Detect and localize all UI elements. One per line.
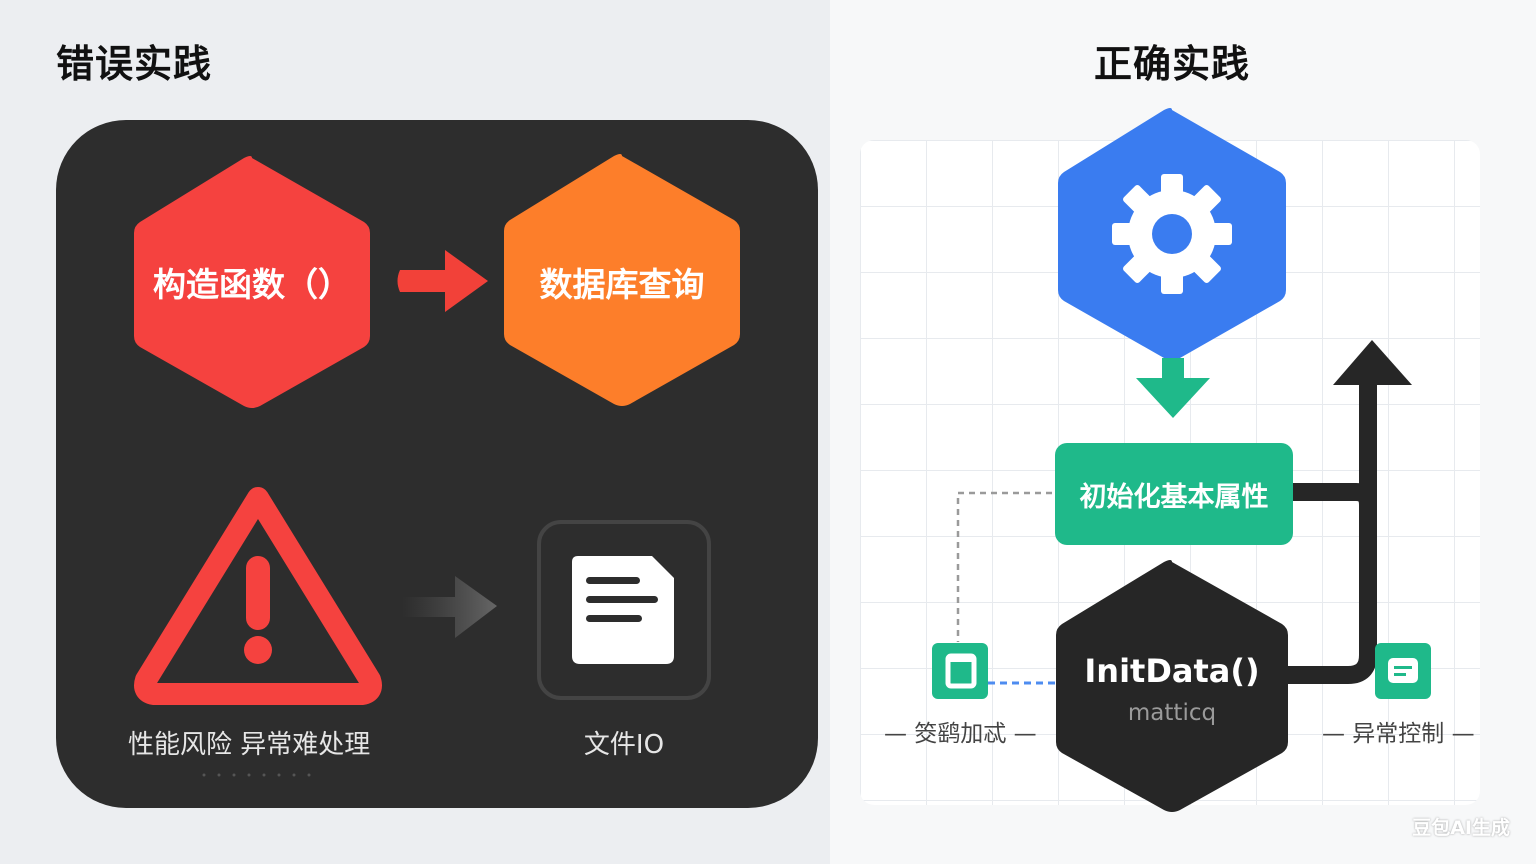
dotted-line <box>202 773 311 777</box>
dashed-gray-connector <box>956 491 1052 642</box>
document-icon <box>572 556 674 664</box>
left-side-label: — 筊鹞加忒 — <box>884 721 1037 747</box>
risks-caption: 性能风险 异常难处理 <box>128 730 371 760</box>
initdata-label: InitData() <box>1084 652 1260 690</box>
wrong-practice-title: 错误实践 <box>56 42 213 86</box>
db-query-label: 数据库查询 <box>539 265 705 304</box>
gear-icon <box>1112 174 1232 294</box>
init-basic-properties-box: 初始化基本属性 <box>1055 443 1293 545</box>
constructor-label: 构造函数（） <box>153 265 351 304</box>
file-io-caption: 文件IO <box>583 730 665 760</box>
constructor-hexagon <box>134 156 370 408</box>
initdata-hexagon <box>1056 560 1288 812</box>
green-down-arrow <box>1136 358 1210 418</box>
right-side-label: — 异常控制 — <box>1322 721 1475 747</box>
gray-arrow <box>402 576 497 638</box>
correct-practice-title: 正确实践 <box>1094 42 1251 86</box>
flow-up-path <box>1286 483 1377 684</box>
initdata-sublabel: matticq <box>1127 700 1217 726</box>
up-arrow-head <box>1333 340 1412 385</box>
document-frame <box>537 520 711 700</box>
red-arrow <box>397 250 488 312</box>
square-badge-icon <box>932 643 988 699</box>
db-query-hexagon <box>504 154 740 406</box>
warning-icon <box>134 487 382 705</box>
watermark: 豆包AI生成 <box>1412 817 1510 839</box>
